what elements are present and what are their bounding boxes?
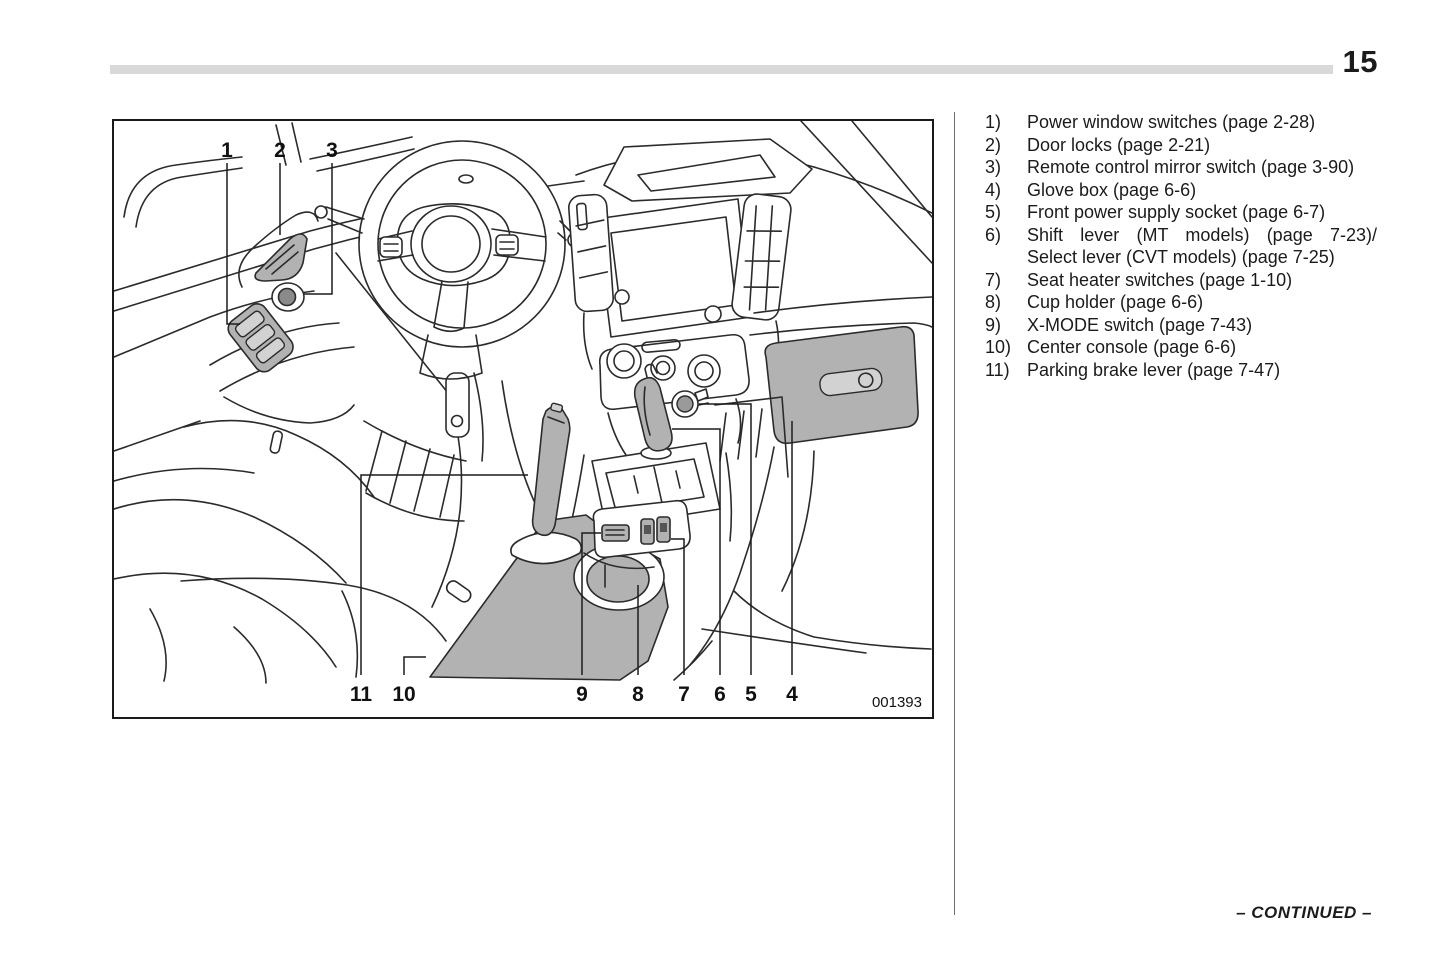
column-divider	[954, 112, 955, 915]
callout-leader-lines	[226, 163, 793, 675]
legend-item-2: 2) Door locks (page 2-21)	[985, 134, 1381, 157]
continued-marker: – CONTINUED –	[1236, 903, 1372, 922]
legend-item-label: Center console (page 6-6)	[1027, 337, 1237, 357]
callout-4: 4	[786, 683, 798, 706]
legend-item-label: Seat heater switches (page 1-10)	[1027, 269, 1293, 290]
glove-box	[764, 325, 919, 445]
legend-item-10: 10) Center console (page 6-6)	[985, 336, 1381, 359]
dashboard-line-art	[114, 121, 932, 684]
legend-item-number: 11)	[985, 359, 1010, 380]
legend-item-label: Shift lever (MT models) (page 7-23)/Sele…	[1027, 224, 1377, 269]
legend-item-8: 8) Cup holder (page 6-6)	[985, 291, 1381, 314]
seat-heater-switches	[640, 516, 671, 545]
power-window-switches	[227, 303, 294, 373]
legend-item-4: 4) Glove box (page 6-6)	[985, 179, 1381, 202]
steering-wheel	[358, 140, 566, 380]
legend-item-number: 4)	[985, 179, 1002, 200]
left-air-vent	[568, 193, 614, 313]
legend-item-label: Cup holder (page 6-6)	[1027, 292, 1204, 312]
legend-item-label: Door locks (page 2-21)	[1027, 134, 1211, 155]
callout-1: 1	[221, 139, 233, 162]
power-socket	[671, 388, 709, 418]
legend-item-number: 9)	[985, 314, 1002, 335]
callout-9: 9	[576, 683, 588, 706]
callout-6: 6	[714, 683, 726, 706]
legend-item-number: 8)	[985, 292, 1002, 312]
legend-item-number: 2)	[985, 134, 1002, 155]
shift-lever	[633, 363, 673, 452]
infotainment-screen	[575, 138, 815, 338]
legend-item-label: Glove box (page 6-6)	[1027, 179, 1197, 200]
header-rule	[110, 65, 1333, 74]
legend-item-5: 5) Front power supply socket (page 6-7)	[985, 201, 1381, 224]
callout-11: 11	[350, 683, 373, 706]
legend-list: 1) Power window switches (page 2-28) 2) …	[985, 111, 1381, 381]
legend-item-1: 1) Power window switches (page 2-28)	[985, 111, 1381, 134]
figure-code: 001393	[872, 694, 922, 711]
legend-item-number: 1)	[985, 112, 1002, 132]
legend-item-9: 9) X-MODE switch (page 7-43)	[985, 314, 1381, 337]
door-lock-handle	[254, 233, 308, 282]
callout-7: 7	[678, 683, 690, 706]
legend-item-3: 3) Remote control mirror switch (page 3-…	[985, 156, 1381, 179]
callout-2: 2	[274, 139, 286, 162]
legend-item-label-line2: Select lever (CVT models) (page 7-25)	[1027, 247, 1335, 267]
legend-item-number: 5)	[985, 202, 1002, 222]
legend-item-label: Remote control mirror switch (page 3-90)	[1027, 157, 1355, 177]
x-mode-switch	[601, 524, 630, 542]
legend-item-label: Parking brake lever (page 7-47)	[1027, 359, 1281, 380]
legend-item-11: 11) Parking brake lever (page 7-47)	[985, 359, 1381, 382]
legend-item-label: Power window switches (page 2-28)	[1027, 112, 1316, 132]
legend-item-number: 6)	[985, 224, 1002, 245]
legend-item-number: 10)	[985, 337, 1012, 357]
callout-8: 8	[632, 683, 644, 706]
page-number: 15	[1342, 44, 1378, 79]
callout-10: 10	[392, 683, 415, 706]
legend-item-6: 6) Shift lever (MT models) (page 7-23)/S…	[985, 224, 1381, 269]
legend-item-label-line1: Shift lever (MT models) (page 7-23)/	[1027, 224, 1377, 245]
legend-item-label: X-MODE switch (page 7-43)	[1027, 314, 1253, 335]
legend-item-number: 3)	[985, 157, 1002, 177]
legend-item-label: Front power supply socket (page 6-7)	[1027, 202, 1326, 222]
right-air-vent	[731, 193, 792, 321]
interior-overview-figure: 1 2 3 11 10 9 8 7 6 5 4 001393	[112, 119, 934, 719]
callout-3: 3	[326, 139, 338, 162]
legend-item-7: 7) Seat heater switches (page 1-10)	[985, 269, 1381, 292]
callout-5: 5	[745, 683, 757, 706]
legend-item-number: 7)	[985, 269, 1002, 290]
mirror-switch	[271, 282, 305, 312]
parking-brake-lever	[531, 402, 571, 537]
